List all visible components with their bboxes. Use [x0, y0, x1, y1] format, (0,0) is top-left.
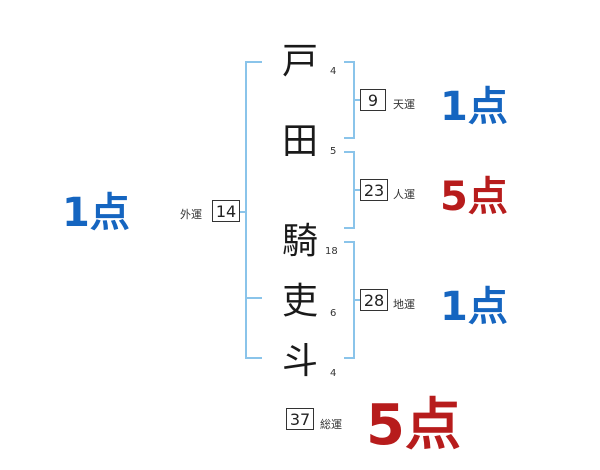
stroke-count-1: 4	[330, 66, 337, 77]
ten-count-box: 9	[360, 89, 386, 111]
name-char-1: 戸	[281, 41, 318, 82]
chi-label: 地運	[393, 298, 415, 311]
stroke-count-4: 6	[330, 308, 337, 319]
ten-bracket	[344, 61, 355, 139]
total-count-box: 37	[286, 408, 314, 430]
name-char-3: 騎	[281, 221, 318, 262]
chi-bracket	[344, 241, 355, 359]
jin-count-box: 23	[360, 179, 388, 201]
stroke-count-2: 5	[330, 146, 337, 157]
name-char-5: 斗	[281, 341, 318, 382]
stroke-count-3: 18	[325, 246, 338, 257]
jin-bracket	[344, 151, 355, 229]
ten-label: 天運	[393, 98, 415, 111]
chi-score: 1点	[440, 284, 508, 330]
stroke-count-5: 4	[330, 368, 337, 379]
name-char-4: 吏	[281, 281, 318, 322]
outer-score: 1点	[62, 190, 130, 236]
total-label: 総運	[320, 418, 342, 431]
jin-label: 人運	[393, 188, 415, 201]
name-char-2: 田	[281, 121, 318, 162]
outer-label: 外運	[180, 208, 202, 221]
outer-count-box: 14	[212, 200, 240, 222]
chi-count-box: 28	[360, 289, 388, 311]
outer-bracket	[245, 61, 262, 359]
total-score: 5点	[366, 393, 461, 458]
ten-score: 1点	[440, 84, 508, 130]
jin-score: 5点	[440, 174, 508, 220]
